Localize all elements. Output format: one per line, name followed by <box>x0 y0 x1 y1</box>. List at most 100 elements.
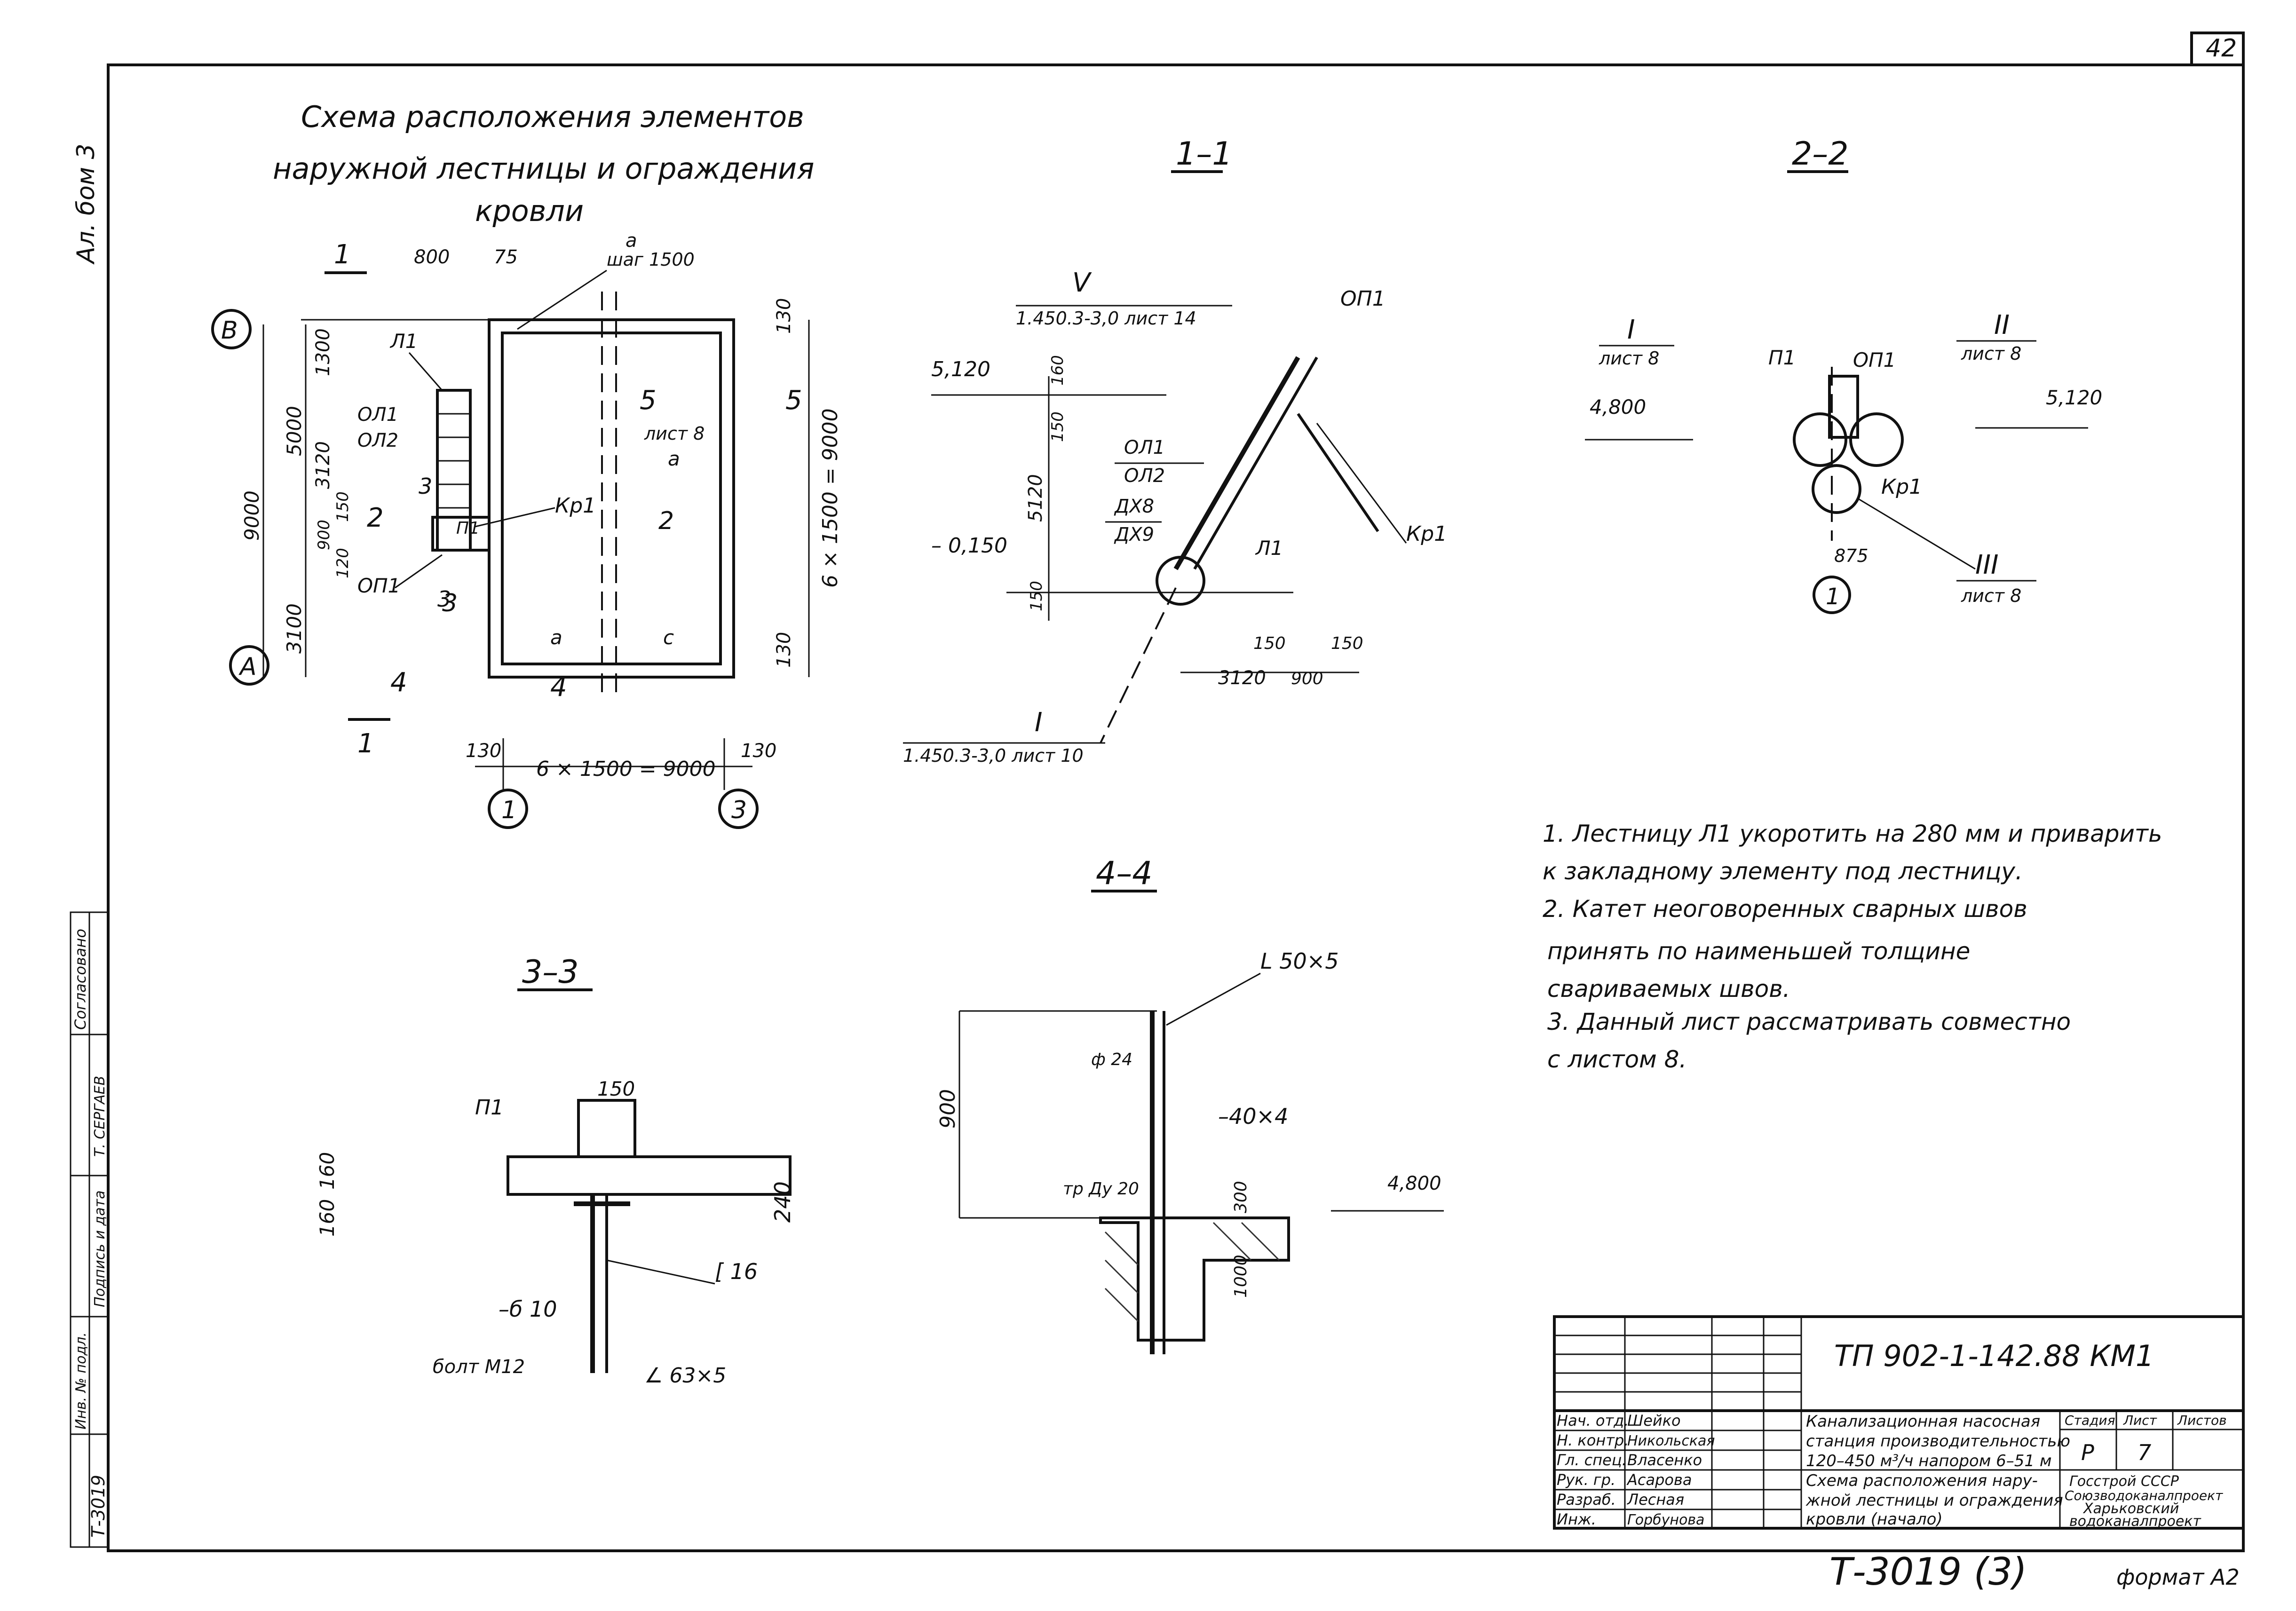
sec11-ol2: ОЛ2 <box>1124 465 1165 487</box>
tb-org: Харьковский <box>2082 1500 2179 1517</box>
sec33-post-top <box>577 1099 636 1158</box>
sec44-d300: 300 <box>1231 1181 1251 1213</box>
left-strip-text: Т-3019 <box>88 1475 109 1538</box>
sec33-bolt: болт М12 <box>433 1356 525 1378</box>
axis-bubble-a <box>229 645 269 686</box>
section-mark-5r: 5 <box>785 385 802 416</box>
sec22-kr1: Кр1 <box>1881 475 1922 499</box>
sec11-l1: Л1 <box>1255 537 1283 560</box>
tb-role: Рук. гр. <box>1557 1471 1615 1489</box>
axis-3: 3 <box>731 796 747 824</box>
axis-v: В <box>221 316 238 345</box>
section-mark-1-top: 1 <box>334 239 351 270</box>
tb-name: Горбунова <box>1627 1512 1704 1528</box>
dim-a-top: а <box>625 230 637 252</box>
note-line: к закладному элементу под лестницу. <box>1543 858 2023 885</box>
sec22-node-circle-3 <box>1812 464 1861 514</box>
sec11-lvl-bot: – 0,150 <box>931 534 1007 558</box>
outer-frame <box>107 63 2245 1552</box>
note-line: 2. Катет неоговоренных сварных швов <box>1543 895 2027 923</box>
left-strip-text: Согласовано <box>71 929 89 1030</box>
section-mark-2: 2 <box>367 503 384 533</box>
archive-stamp: Т-3019 (3) <box>1829 1550 2027 1594</box>
sec11-dx9: ДХ9 <box>1114 524 1154 545</box>
tb-desc1: станция производительностью <box>1806 1432 2070 1451</box>
section-1-1: 1–1 V 1.450.3-3,0 лист 14 ОП1 5,120 – 0,… <box>903 135 1447 766</box>
sec22-axis-bubble <box>1813 576 1851 614</box>
label-a1: а <box>668 447 680 470</box>
plan-title-line-2: наружной лестницы и ограждения <box>273 151 814 186</box>
note-line: свариваемых швов. <box>1547 975 1790 1003</box>
sec22-r3-leader <box>1857 498 1976 570</box>
left-strip-text: Подпись и дата <box>92 1191 108 1308</box>
label-3a: 3 <box>419 474 432 499</box>
tb-stage-hdr: Стадия <box>2065 1413 2115 1428</box>
tb-name: Власенко <box>1627 1451 1702 1469</box>
label-kr1: Кр1 <box>555 494 596 518</box>
sec11-roman-v: V <box>1072 268 1092 298</box>
label-op1: ОП1 <box>357 574 400 597</box>
leader-op1 <box>395 554 443 589</box>
sec22-lvl-right: 5,120 <box>2046 386 2102 409</box>
sec44-parapet <box>1099 1216 1290 1342</box>
leader-l1 <box>408 352 443 391</box>
sec11-lower-dash <box>1100 587 1177 743</box>
tb-role: Нач. отд. <box>1557 1412 1629 1429</box>
title-block: ТП 902-1-142.88 КМ1 Нач. отд. Шейко Н. к… <box>1553 1315 2245 1530</box>
sec44-title: 4–4 <box>1096 855 1153 892</box>
tb-name: Шейко <box>1627 1412 1681 1429</box>
tb-desc2: Схема расположения нару- <box>1806 1471 2038 1490</box>
sec44-hatch <box>1104 1287 1139 1322</box>
label-ol2: ОЛ2 <box>357 430 398 451</box>
section-3-3: 3–3 П1 150 160 160 240 [ 16 –б 10 болт М… <box>316 954 795 1388</box>
sec22-node-circle-2 <box>1849 412 1904 467</box>
dim-bot-130b: 130 <box>741 740 776 762</box>
sec44-d900: 900 <box>936 1089 960 1129</box>
sec44-hatch <box>1104 1231 1139 1266</box>
axis-a: А <box>238 653 257 681</box>
sec44-lvl: 4,800 <box>1387 1173 1441 1194</box>
tb-code: ТП 902-1-142.88 КМ1 <box>1834 1339 2154 1373</box>
sec22-p1: П1 <box>1768 346 1796 369</box>
tb-org: Союзводоканалпроект <box>2065 1488 2223 1503</box>
sec33-d240: 240 <box>770 1181 795 1223</box>
label-a2: а <box>550 626 562 649</box>
tb-org: Госстрой СССР <box>2069 1473 2179 1490</box>
tb-sheet-hdr: Лист <box>2123 1413 2157 1428</box>
section-mark-3: 3 <box>442 589 458 617</box>
sec22-r3: III <box>1975 550 1999 580</box>
tb-role: Гл. спец. <box>1557 1451 1627 1469</box>
tb-name: Асарова <box>1626 1471 1692 1489</box>
sec33-channel-leader <box>606 1259 715 1285</box>
sec22-node-circle-1 <box>1793 412 1847 467</box>
dim-step-top: шаг 1500 <box>607 249 695 270</box>
dim-120: 120 <box>333 548 352 578</box>
note-line: принять по наименьшей толщине <box>1547 938 1970 965</box>
sec44-angle: L 50×5 <box>1260 948 1339 974</box>
sec44-pipe: тр Ду 20 <box>1063 1179 1139 1199</box>
label-l1: Л1 <box>389 330 418 353</box>
sec11-d150b: 150 <box>1027 581 1046 611</box>
sec11-roman-i: I <box>1035 707 1043 738</box>
sec11-d150d: 150 <box>1331 634 1363 653</box>
sec44-strip: –40×4 <box>1218 1104 1288 1129</box>
plan-view: Схема расположения элементов наружной ле… <box>211 100 842 829</box>
sec11-node-circle <box>1156 556 1205 606</box>
tb-role: Инж. <box>1557 1510 1596 1528</box>
roof-outline <box>488 318 735 679</box>
sec33-d160b: 160 <box>316 1152 339 1190</box>
section-mark-4b: 4 <box>550 672 567 703</box>
section-2-2: 2–2 I лист 8 II лист 8 П1 ОП1 4,800 5,12… <box>1585 135 2102 614</box>
plan-title-line-1: Схема расположения элементов <box>301 100 804 134</box>
tb-desc2: кровли (начало) <box>1806 1510 1943 1529</box>
left-strip-text: Инв. № подл. <box>73 1332 89 1429</box>
tb-desc1: 120–450 м³/ч напором 6–51 м <box>1806 1452 2052 1470</box>
sec33-beam <box>507 1155 792 1196</box>
sec33-d150: 150 <box>597 1077 635 1100</box>
sec22-r2: II <box>1994 310 2010 340</box>
sec33-channel: [ 16 <box>715 1259 758 1284</box>
sec11-d150a: 150 <box>1048 411 1067 442</box>
sec11-d5120: 5120 <box>1025 474 1046 522</box>
sec22-d875: 875 <box>1834 545 1868 566</box>
sec33-title: 3–3 <box>522 954 579 991</box>
